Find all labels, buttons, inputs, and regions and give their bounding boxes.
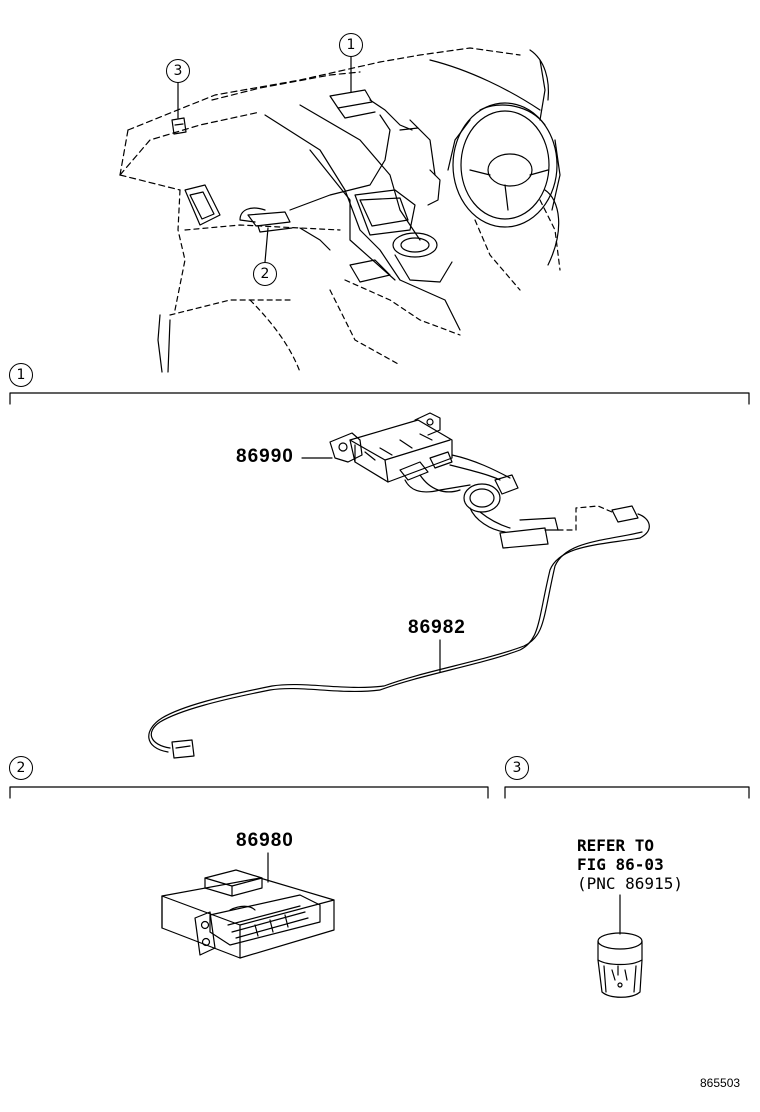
part-number-86990: 86990 bbox=[236, 446, 294, 467]
dashboard-overview bbox=[119, 47, 561, 373]
reference-note-line-3: (PNC 86915) bbox=[577, 874, 683, 893]
section-3-bracket bbox=[504, 786, 750, 799]
part-number-86982: 86982 bbox=[408, 617, 466, 638]
figure-number: 865503 bbox=[700, 1076, 741, 1090]
callout-1-section: 1 bbox=[9, 363, 33, 387]
part-number-86980: 86980 bbox=[236, 830, 294, 851]
section-2-bracket bbox=[9, 786, 489, 799]
switch-illustration bbox=[597, 932, 643, 998]
callout-3-overview: 3 bbox=[166, 59, 190, 83]
callout-1-overview: 1 bbox=[339, 33, 363, 57]
reference-note-line-1: REFER TO bbox=[577, 836, 655, 855]
controller-harness-illustration bbox=[329, 412, 650, 549]
section-1-bracket bbox=[9, 392, 750, 405]
reference-note-line-2: FIG 86-03 bbox=[577, 855, 664, 874]
callout-3-section: 3 bbox=[505, 756, 529, 780]
receiver-unit-illustration bbox=[161, 869, 335, 959]
antenna-cable-illustration bbox=[148, 531, 643, 759]
callout-2-section: 2 bbox=[9, 756, 33, 780]
callout-2-overview: 2 bbox=[253, 262, 277, 286]
